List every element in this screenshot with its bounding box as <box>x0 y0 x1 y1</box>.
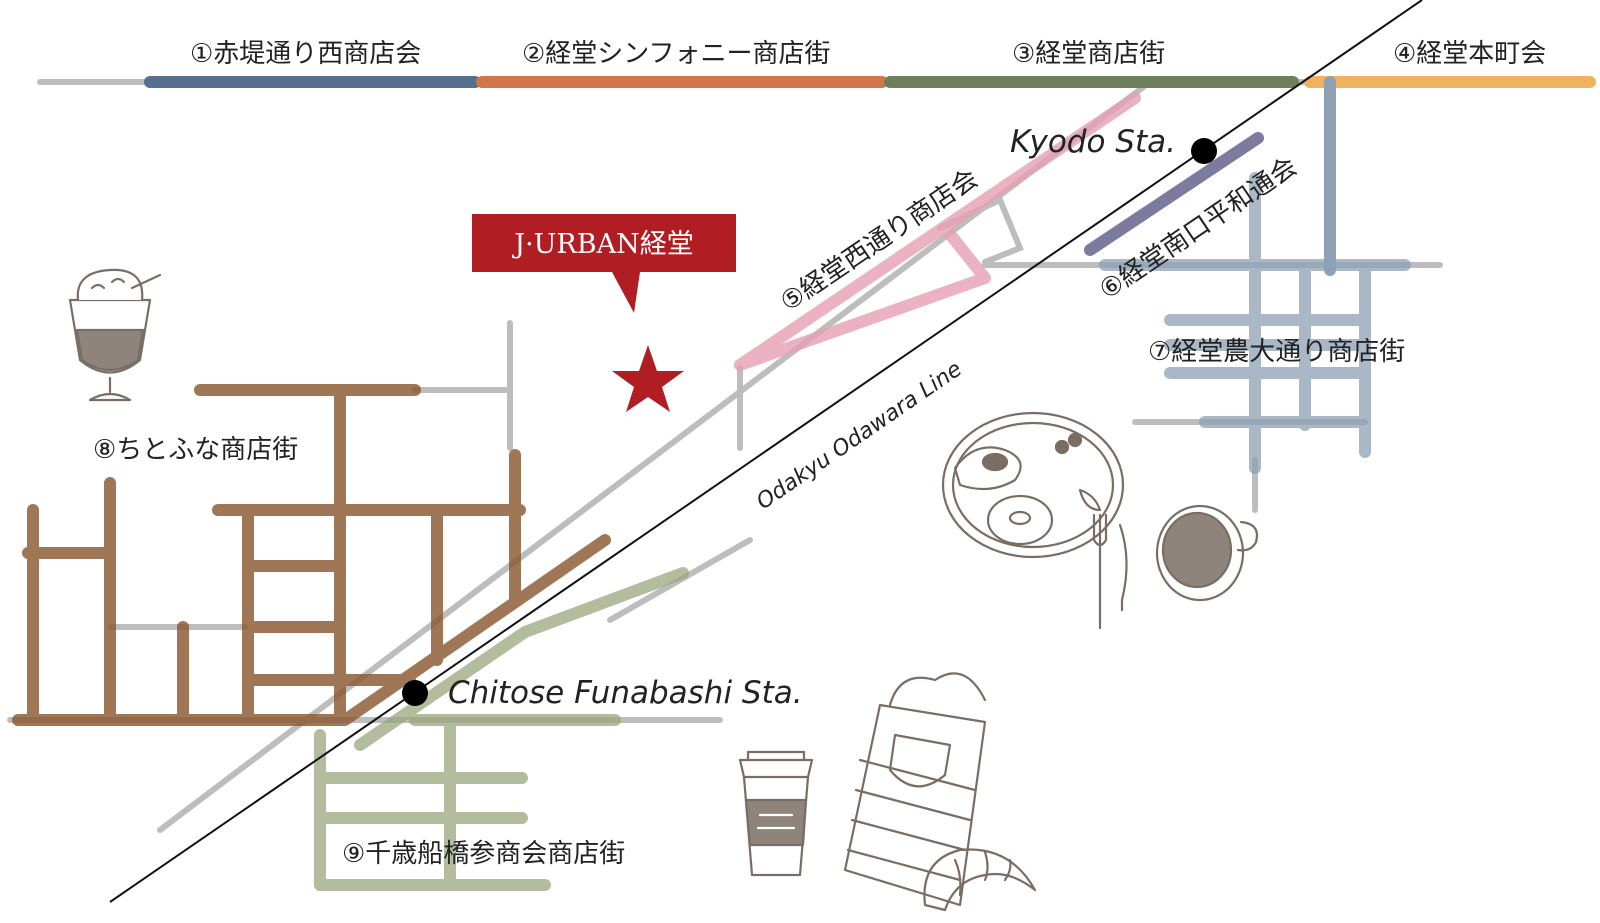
street-8-path[interactable] <box>12 384 611 726</box>
cream-soda-icon <box>68 268 162 402</box>
street-1-label: ①赤堤通り西商店会 <box>190 39 421 69</box>
street-6-path[interactable] <box>1084 132 1264 256</box>
property-label: J·URBAN経堂 <box>511 229 693 260</box>
star-icon <box>612 345 684 412</box>
street-2-label: ②経堂シンフォニー商店街 <box>522 39 831 69</box>
street-7-label: ⑦経堂農大通り商店街 <box>1148 337 1405 367</box>
street-5-path[interactable] <box>734 92 1141 371</box>
street-7-path[interactable] <box>1099 172 1411 474</box>
chitose-funabashi-station-marker[interactable] <box>402 680 428 706</box>
coffee-cup-icon <box>1155 504 1259 602</box>
street-9-path[interactable] <box>314 567 689 891</box>
street-3-label: ③経堂商店街 <box>1012 39 1165 69</box>
street-9-label: ⑨千歳船橋参商会商店街 <box>342 839 625 869</box>
street-4-label: ④経堂本町会 <box>1393 39 1546 69</box>
kyodo-station-marker[interactable] <box>1191 138 1217 164</box>
property-pin[interactable]: J·URBAN経堂 <box>472 214 736 412</box>
chitose-funabashi-station-label: Chitose Funabashi Sta. <box>448 675 803 711</box>
railway-label: Odakyu Odawara Line <box>752 357 966 515</box>
railway-line <box>109 0 1423 903</box>
breakfast-plate-icon <box>941 411 1128 630</box>
street-8-label: ⑧ちとふな商店街 <box>93 435 298 465</box>
bakery-bag-icon <box>843 672 987 907</box>
croissant-icon <box>923 848 1037 912</box>
takeaway-coffee-icon <box>738 750 814 877</box>
kyodo-station-label: Kyodo Sta. <box>1010 124 1176 160</box>
